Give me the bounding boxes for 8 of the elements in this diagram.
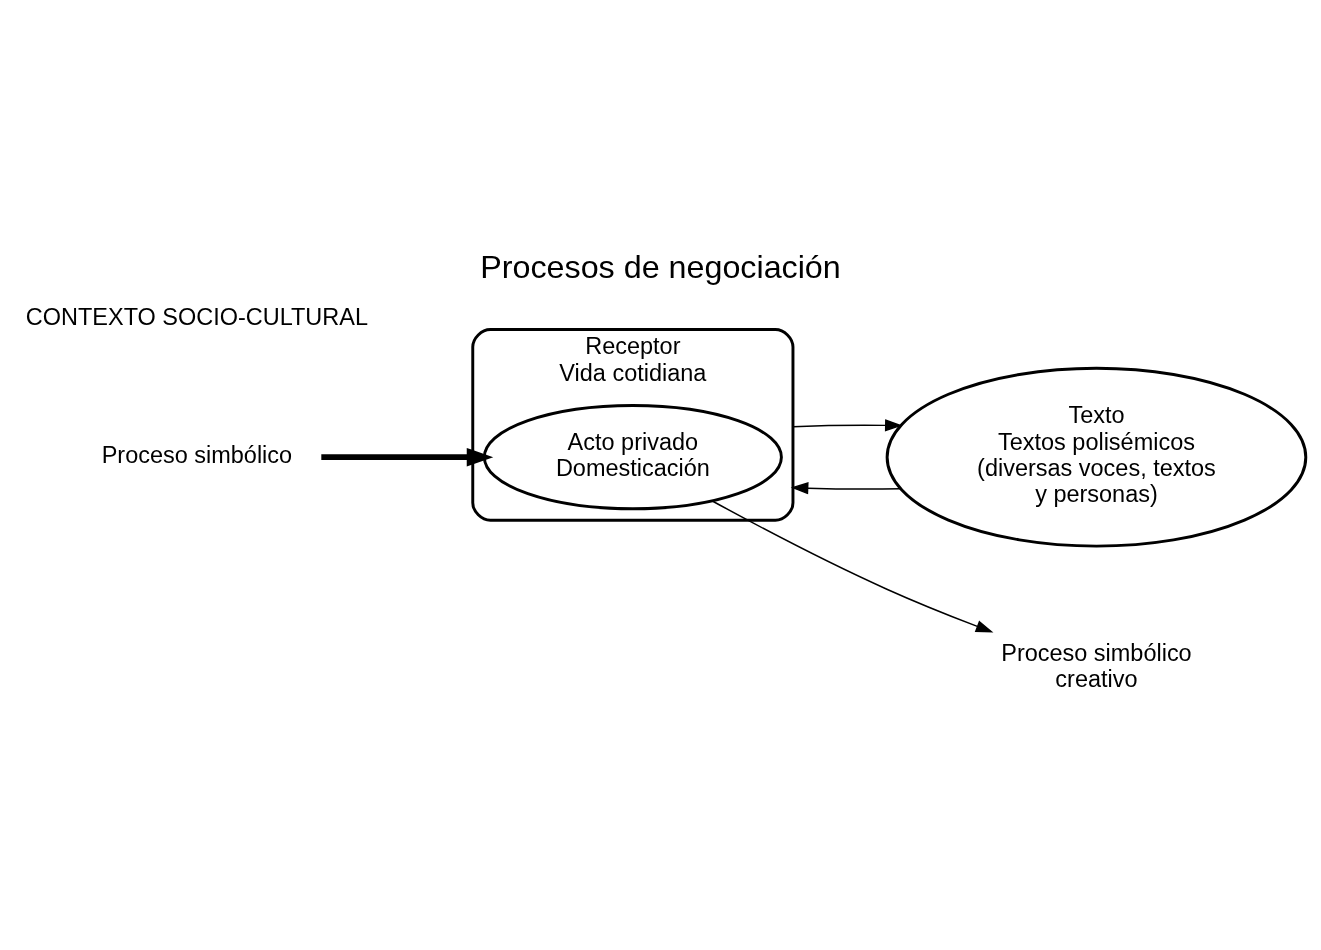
arrow bbox=[790, 481, 902, 494]
label: CONTEXTO SOCIO-CULTURAL bbox=[25, 303, 368, 330]
node-ellipse: Acto privado Domesticación bbox=[482, 403, 783, 510]
arrow bbox=[321, 447, 494, 466]
arrow bbox=[792, 418, 903, 432]
node-text: Proceso simbólico bbox=[101, 441, 293, 468]
diagram-title: Procesos de negociación bbox=[480, 248, 841, 285]
node-text: Proceso simbólico creativo bbox=[1001, 639, 1192, 692]
